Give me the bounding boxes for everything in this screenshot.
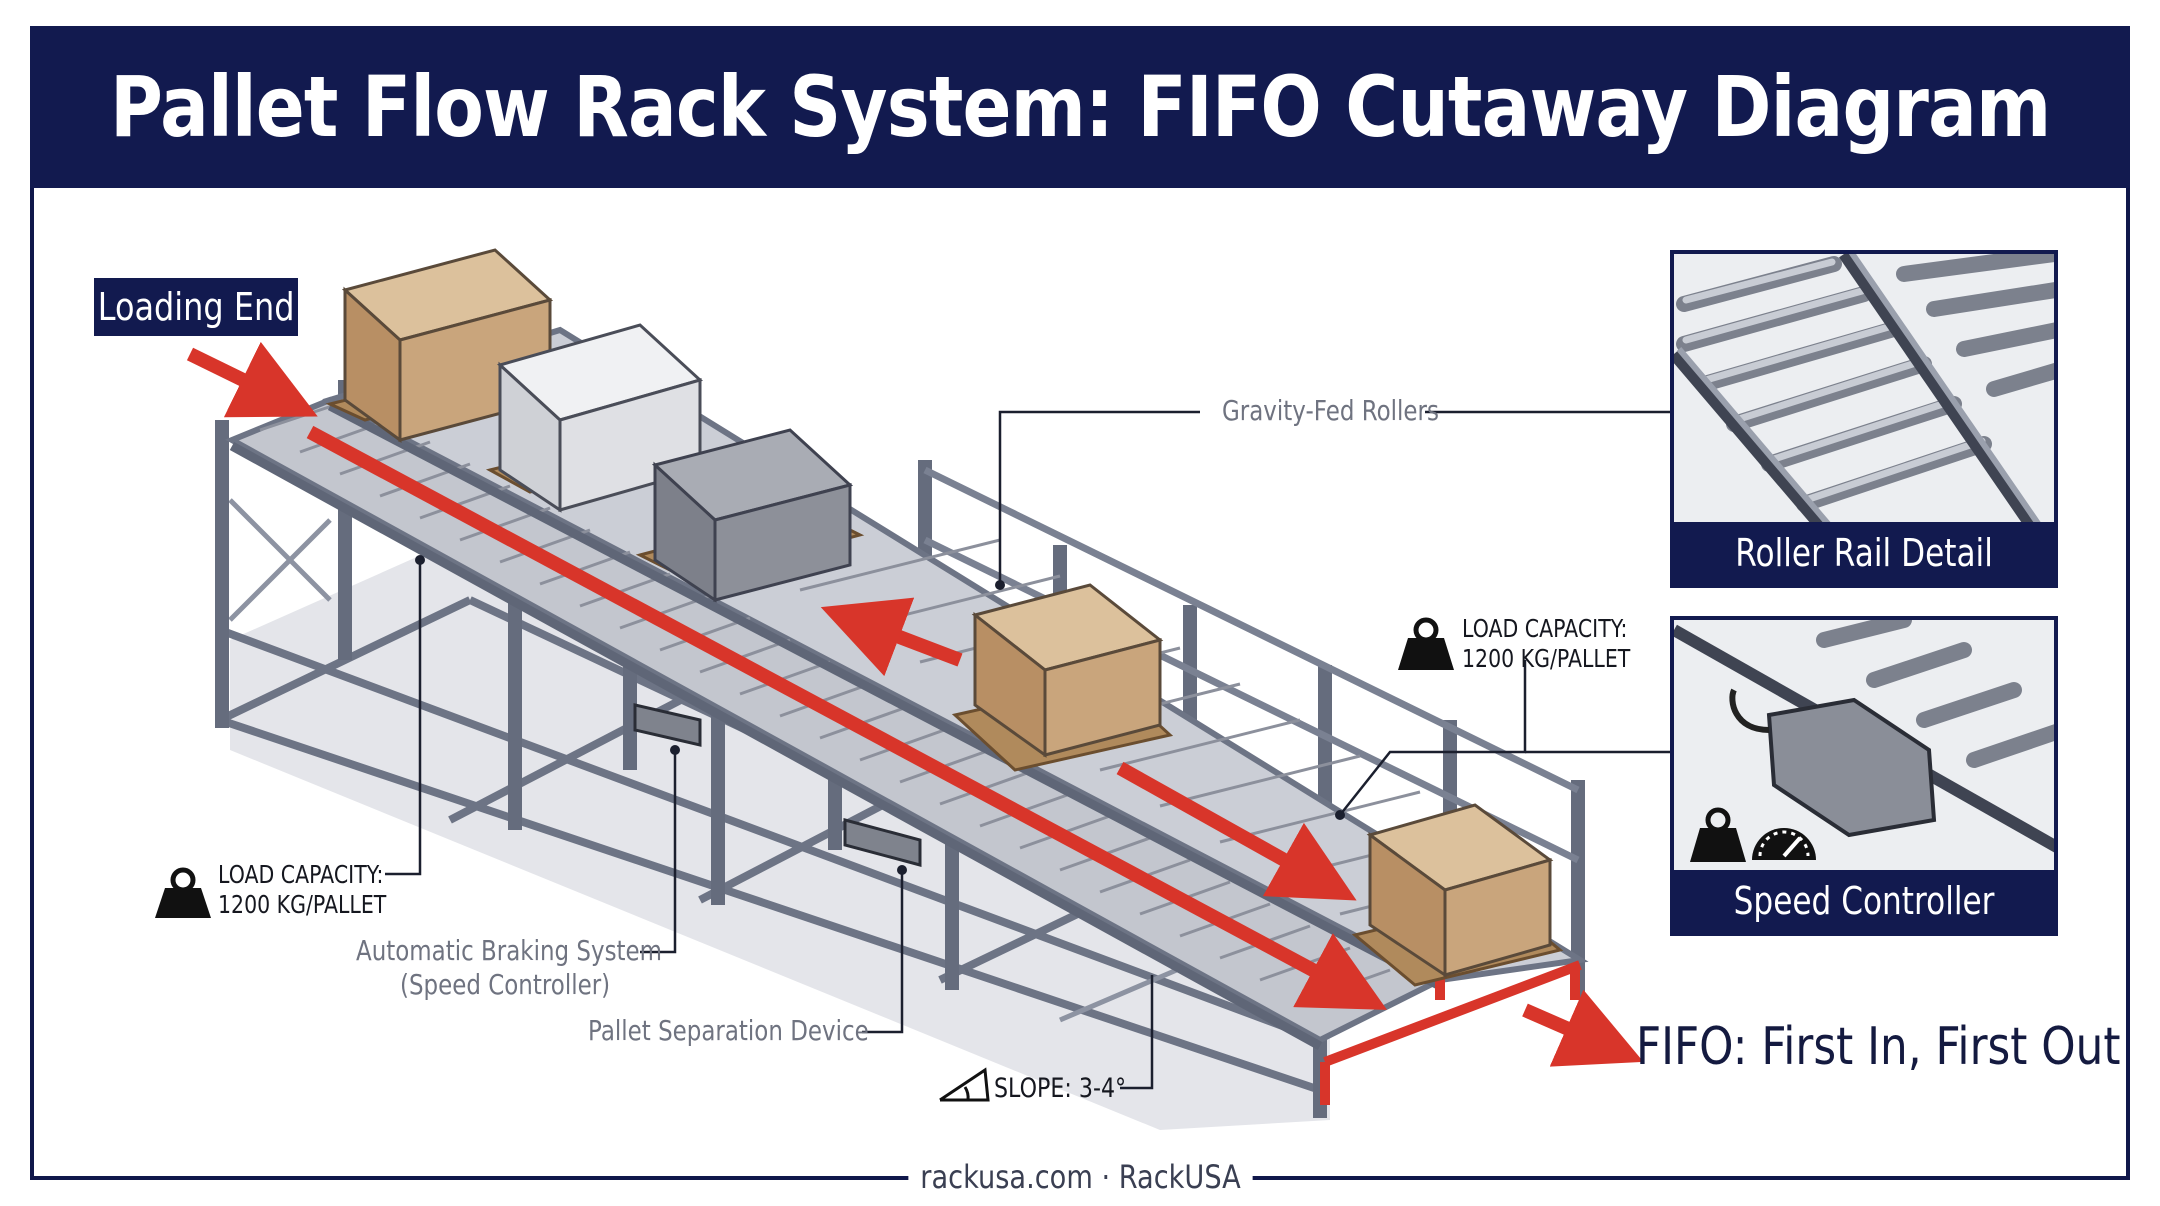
brake-device-2 [843, 818, 922, 867]
pallet-5 [1351, 803, 1564, 987]
pallet-3 [635, 428, 865, 603]
floor-shadow [230, 520, 1330, 1130]
callout-lines [385, 410, 1672, 1090]
weight-icon [1398, 617, 1454, 670]
slope-angle-icon [939, 1067, 990, 1102]
speed-controller-illustration [1674, 620, 2054, 878]
fifo-label: FIFO: First In, First Out [1636, 1017, 2121, 1077]
separation-device-label: Pallet Separation Device [588, 1014, 869, 1047]
load-capacity-right-line2: 1200 KG/PALLET [1462, 644, 1631, 673]
braking-system-label-line2: (Speed Controller) [400, 968, 611, 1001]
braking-system-label-line1: Automatic Braking System [356, 934, 663, 967]
footer-attribution: rackusa.com · RackUSA [0, 1158, 2160, 1196]
flow-arrows [186, 341, 1644, 1067]
page-title: Pallet Flow Rack System: FIFO Cutaway Di… [109, 58, 2051, 156]
speed-controller-panel: Speed Controller [1670, 616, 2058, 936]
controller-box [1766, 697, 1937, 838]
load-capacity-left-line1: LOAD CAPACITY: [218, 860, 384, 889]
brake-device-1 [633, 703, 702, 747]
load-capacity-left-line2: 1200 KG/PALLET [218, 890, 387, 919]
speedometer-icon [1752, 828, 1816, 860]
weight-icon [155, 867, 211, 918]
roller-rail-detail-panel: Roller Rail Detail [1670, 250, 2058, 588]
pallet-4 [951, 583, 1174, 772]
roller-rail-caption: Roller Rail Detail [1674, 522, 2054, 584]
loading-end-label: Loading End [94, 278, 298, 336]
gravity-rollers-label: Gravity-Fed Rollers [1222, 394, 1439, 427]
roller-rail-illustration [1674, 254, 2054, 534]
weight-icon [1690, 807, 1746, 862]
slope-label: SLOPE: 3-4° [994, 1073, 1127, 1104]
title-bar: Pallet Flow Rack System: FIFO Cutaway Di… [30, 26, 2130, 188]
load-capacity-right-line1: LOAD CAPACITY: [1462, 614, 1628, 643]
speed-controller-caption: Speed Controller [1674, 870, 2054, 932]
